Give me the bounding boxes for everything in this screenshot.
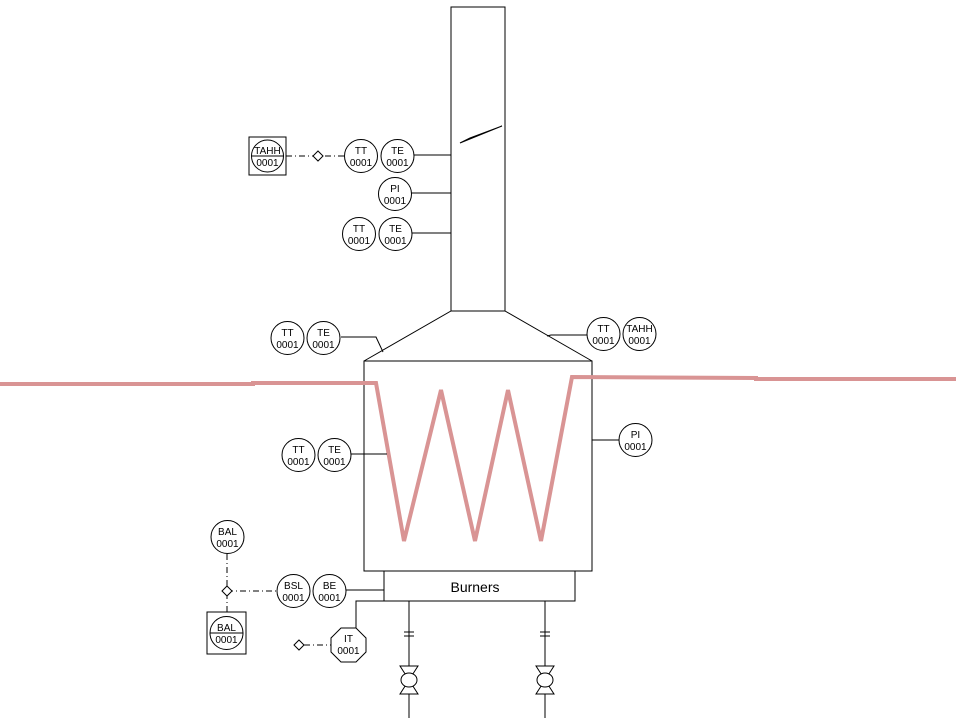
tt-hood-left-tag: TT bbox=[281, 328, 293, 339]
te-stack-top-num: 0001 bbox=[386, 158, 409, 169]
bsl-num: 0001 bbox=[282, 593, 305, 604]
be-bubble bbox=[312, 574, 347, 608]
pi-box-tag: PI bbox=[631, 430, 640, 441]
signal-diamond bbox=[312, 150, 324, 162]
te-box-bubble bbox=[317, 438, 352, 472]
signal-diamond bbox=[293, 639, 305, 651]
stack-damper bbox=[459, 125, 503, 144]
tahh-hood-right-num: 0001 bbox=[628, 336, 651, 347]
it-tag: IT bbox=[344, 634, 353, 645]
fuel-valve-right bbox=[535, 665, 555, 695]
stack bbox=[450, 6, 506, 312]
tt-hood-right-tag: TT bbox=[597, 324, 609, 335]
tahh-hood-right-bubble bbox=[622, 317, 657, 351]
heater-box bbox=[363, 360, 593, 572]
te-stack-mid-bubble bbox=[378, 217, 413, 251]
pi-stack-bubble bbox=[378, 177, 412, 211]
be-tag: BE bbox=[323, 581, 337, 592]
pi-stack-tag: PI bbox=[390, 184, 399, 195]
process-line bbox=[0, 374, 956, 542]
tt-stack-mid-bubble bbox=[342, 217, 376, 251]
te-box-tag: TE bbox=[328, 445, 341, 456]
pi-box-num: 0001 bbox=[624, 442, 647, 453]
signal-diamond bbox=[221, 585, 233, 597]
te-stack-top-bubble bbox=[380, 139, 415, 173]
connection-line bbox=[341, 336, 384, 353]
tt-hood-right-num: 0001 bbox=[592, 336, 615, 347]
burners-label: Burners bbox=[450, 579, 499, 595]
connection-line bbox=[546, 334, 587, 337]
te-stack-top-tag: TE bbox=[391, 146, 404, 157]
bsl-bubble bbox=[276, 574, 311, 608]
bal-panel-num: 0001 bbox=[215, 635, 238, 646]
bal-top-tag: BAL bbox=[218, 527, 237, 538]
tt-stack-mid-num: 0001 bbox=[348, 236, 371, 247]
tt-hood-left-num: 0001 bbox=[276, 340, 299, 351]
tt-hood-left-bubble bbox=[270, 321, 305, 355]
bal-top-bubble bbox=[210, 520, 245, 554]
tt-box-tag: TT bbox=[292, 445, 304, 456]
pi-stack-num: 0001 bbox=[384, 196, 407, 207]
te-stack-mid-num: 0001 bbox=[384, 236, 407, 247]
tt-stack-top-num: 0001 bbox=[350, 158, 373, 169]
it-num: 0001 bbox=[337, 646, 360, 657]
tt-stack-top-bubble bbox=[344, 139, 378, 173]
tt-stack-top-tag: TT bbox=[355, 146, 367, 157]
te-hood-left-bubble bbox=[306, 321, 341, 355]
fuel-valve-left bbox=[399, 665, 419, 695]
bal-panel-tag: BAL bbox=[217, 623, 236, 634]
tt-stack-mid-tag: TT bbox=[353, 224, 365, 235]
tt-box-num: 0001 bbox=[287, 457, 310, 468]
te-stack-mid-tag: TE bbox=[389, 224, 402, 235]
pi-box-bubble bbox=[618, 423, 653, 457]
be-num: 0001 bbox=[318, 593, 341, 604]
burner-box bbox=[383, 570, 576, 602]
tt-hood-right-bubble bbox=[586, 317, 621, 351]
tahh-hood-right-tag: TAHH bbox=[626, 324, 652, 335]
tt-box-bubble bbox=[281, 438, 316, 472]
te-hood-left-num: 0001 bbox=[312, 340, 335, 351]
bsl-tag: BSL bbox=[284, 581, 303, 592]
tahh-stack-tag: TAHH bbox=[254, 146, 280, 157]
te-hood-left-tag: TE bbox=[317, 328, 330, 339]
heater-hood bbox=[363, 310, 593, 362]
it-octagon bbox=[330, 627, 367, 663]
bal-top-num: 0001 bbox=[216, 539, 239, 550]
fuel-line bbox=[355, 600, 384, 628]
tahh-stack-num: 0001 bbox=[256, 158, 279, 169]
te-box-num: 0001 bbox=[323, 457, 346, 468]
